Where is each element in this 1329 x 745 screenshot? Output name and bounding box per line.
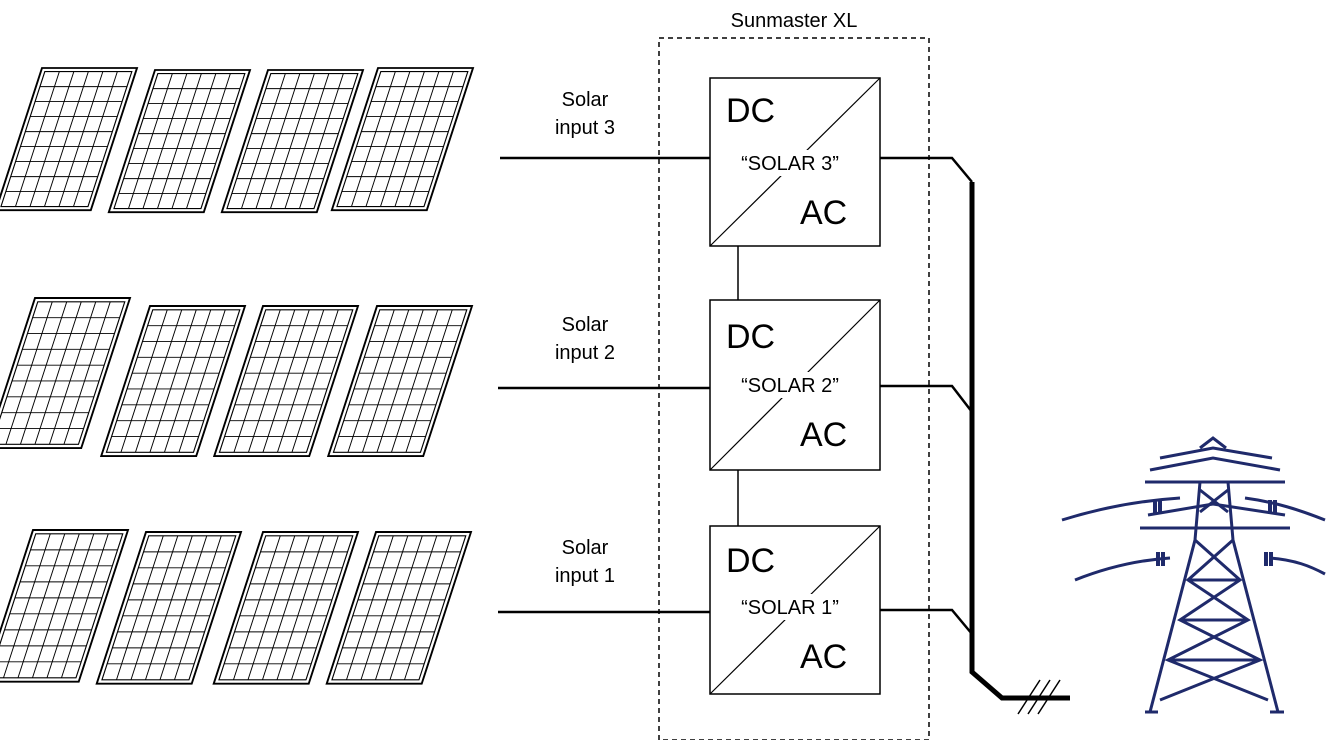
dc-label: DC bbox=[726, 542, 775, 580]
inverter-name: “SOLAR 3” bbox=[741, 153, 839, 175]
solar-input-label-line1: Solar bbox=[562, 89, 609, 111]
ac-label: AC bbox=[800, 638, 847, 676]
label-mask bbox=[735, 150, 845, 176]
enclosure-title: Sunmaster XL bbox=[731, 10, 858, 32]
solar-input-label-line2: input 3 bbox=[555, 117, 615, 139]
solar-input-label-line1: Solar bbox=[562, 314, 609, 336]
inverter-name: “SOLAR 2” bbox=[741, 375, 839, 397]
label-mask bbox=[735, 594, 845, 620]
dc-label: DC bbox=[726, 318, 775, 356]
inverter-solar-2: DC “SOLAR 2” AC bbox=[709, 299, 881, 471]
inverter-name: “SOLAR 1” bbox=[741, 597, 839, 619]
panel-row-3 bbox=[0, 66, 475, 214]
solar-input-label-line2: input 1 bbox=[555, 565, 615, 587]
inverter-solar-1: DC “SOLAR 1” AC bbox=[709, 525, 881, 695]
ac-label: AC bbox=[800, 194, 847, 232]
solar-input-label-line2: input 2 bbox=[555, 342, 615, 364]
dc-label: DC bbox=[726, 92, 775, 130]
solar-input-label-line1: Solar bbox=[562, 537, 609, 559]
panel-row-1 bbox=[0, 528, 473, 685]
power-pylon-icon bbox=[1061, 436, 1326, 714]
inverter-solar-3: DC “SOLAR 3” AC bbox=[709, 77, 881, 247]
panel-row-2 bbox=[0, 296, 474, 458]
three-phase-mark-icon bbox=[1017, 679, 1061, 715]
ac-label: AC bbox=[800, 416, 847, 454]
label-mask bbox=[735, 372, 845, 398]
ac-output-bus bbox=[880, 156, 1070, 701]
